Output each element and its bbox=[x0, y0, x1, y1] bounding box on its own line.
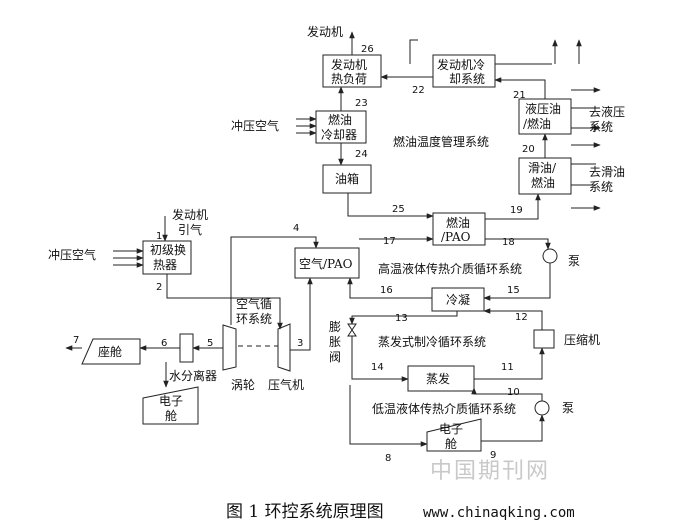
hydraulic-fuel-label-2: /燃油 bbox=[523, 116, 551, 131]
station-number: 3 bbox=[297, 338, 303, 349]
lube-fuel-box bbox=[518, 157, 572, 195]
station-number: 22 bbox=[412, 85, 425, 96]
water-separator-label: 水分离器 bbox=[169, 368, 217, 383]
station-number: 24 bbox=[355, 149, 368, 160]
air-cycle-label-1: 空气循 bbox=[236, 296, 272, 311]
cabin-label: 座舱 bbox=[98, 344, 122, 359]
engine-cooling-label-2: 却系统 bbox=[449, 72, 485, 86]
station-number: 10 bbox=[507, 387, 520, 398]
station-number: 14 bbox=[371, 362, 384, 373]
pump-1-label: 泵 bbox=[568, 254, 580, 268]
fuel-tank-label: 油箱 bbox=[335, 171, 359, 186]
station-number: 21 bbox=[513, 90, 526, 101]
station-numbers: 1 2 3 4 5 6 7 8 9 10 11 12 13 14 15 16 1… bbox=[73, 44, 535, 464]
primary-hx-label-1: 初级换 bbox=[150, 243, 186, 257]
evaporator-label: 蒸发 bbox=[426, 371, 450, 386]
station-number: 1 bbox=[156, 231, 162, 242]
high-temp-loop-label: 高温液体传热介质循环系统 bbox=[378, 261, 522, 276]
station-number: 11 bbox=[501, 362, 514, 373]
watermark: 中国期刊网 bbox=[430, 459, 550, 484]
station-number: 7 bbox=[73, 335, 79, 346]
pump-2-label: 泵 bbox=[562, 401, 574, 415]
to-lube-label-1: 去滑油 bbox=[589, 165, 625, 179]
compressor-right-box bbox=[533, 329, 555, 349]
air-pao-box bbox=[294, 247, 360, 279]
expansion-valve-symbol bbox=[347, 323, 357, 337]
figure-caption: 图 1 环控系统原理图 bbox=[226, 502, 384, 522]
engine-heat-load-box bbox=[322, 54, 382, 88]
engine-bleed-label-2: 引气 bbox=[178, 222, 202, 237]
station-number: 25 bbox=[392, 204, 405, 215]
turbine-label: 涡轮 bbox=[231, 378, 255, 392]
electronics-bay-left-label-2: 舱 bbox=[165, 409, 177, 423]
fuel-cooler-label-2: 冷却器 bbox=[321, 128, 357, 142]
turbine-symbol bbox=[222, 324, 237, 371]
station-number: 12 bbox=[515, 312, 528, 323]
pump-2-symbol bbox=[534, 400, 550, 416]
pump-1-symbol bbox=[542, 248, 558, 264]
electronics-bay-left-label-1: 电子 bbox=[159, 394, 183, 408]
station-number: 9 bbox=[490, 450, 496, 461]
to-hydraulic-label-2: 系统 bbox=[589, 120, 613, 134]
station-number: 13 bbox=[395, 313, 408, 324]
air-compressor-label: 压气机 bbox=[268, 377, 304, 392]
hydraulic-fuel-label-1: 液压油 bbox=[525, 101, 561, 116]
station-number: 16 bbox=[380, 285, 393, 296]
station-number: 23 bbox=[355, 98, 368, 109]
to-hydraulic-label-1: 去液压 bbox=[589, 104, 625, 119]
water-separator-box bbox=[179, 333, 194, 363]
fuel-pao-box bbox=[432, 212, 486, 246]
engine-heat-load-label-2: 热负荷 bbox=[331, 72, 367, 86]
air-cycle-label-2: 环系统 bbox=[236, 312, 272, 326]
engine-heat-load-label-1: 发动机 bbox=[331, 57, 367, 72]
fuel-tank-box bbox=[322, 164, 372, 194]
air-pao-label: 空气/PAO bbox=[299, 256, 353, 271]
expansion-valve-label-2: 胀 bbox=[329, 335, 341, 349]
engine-cooling-label-1: 发动机冷 bbox=[437, 57, 485, 72]
station-number: 19 bbox=[510, 205, 523, 216]
electronics-bay-bottom-label-1: 电子 bbox=[439, 422, 463, 436]
vapor-cycle-label: 蒸发式制冷循环系统 bbox=[378, 334, 486, 349]
flow-lines bbox=[65, 31, 601, 447]
fuel-pao-label-1: 燃油 bbox=[446, 215, 470, 230]
engine-bleed-label-1: 发动机 bbox=[172, 207, 208, 222]
compressor-right-label: 压缩机 bbox=[564, 332, 600, 347]
electronics-bay-bottom-label-2: 舱 bbox=[445, 437, 457, 451]
to-lube-label-2: 系统 bbox=[589, 180, 613, 194]
station-number: 18 bbox=[502, 237, 515, 248]
fuel-thermal-system-label: 燃油温度管理系统 bbox=[393, 134, 489, 149]
source-url: www.chinaqking.com bbox=[423, 505, 575, 521]
station-number: 5 bbox=[207, 338, 213, 349]
low-temp-loop-label: 低温液体传热介质循环系统 bbox=[372, 401, 516, 416]
station-number: 6 bbox=[161, 338, 167, 349]
primary-hx-label-2: 热器 bbox=[153, 258, 177, 272]
electronics-bay-left-box bbox=[142, 386, 199, 425]
condenser-label: 冷凝 bbox=[446, 292, 470, 307]
station-number: 26 bbox=[361, 44, 374, 55]
station-number: 4 bbox=[293, 223, 299, 234]
lube-fuel-label-2: 燃油 bbox=[531, 175, 555, 190]
expansion-valve-label-3: 阀 bbox=[329, 350, 341, 364]
engine-top-label: 发动机 bbox=[307, 24, 343, 39]
engine-cooling-box bbox=[432, 54, 496, 88]
station-number: 8 bbox=[385, 453, 391, 464]
cabin-box bbox=[81, 338, 141, 365]
lube-fuel-label-1: 滑油/ bbox=[528, 161, 557, 175]
fuel-cooler-label-1: 燃油 bbox=[328, 112, 352, 127]
station-number: 20 bbox=[522, 144, 535, 155]
air-compressor-symbol bbox=[277, 323, 291, 372]
fuel-pao-label-2: /PAO bbox=[441, 230, 471, 244]
hydraulic-fuel-box bbox=[518, 98, 572, 135]
station-number: 17 bbox=[383, 236, 396, 247]
ram-air-1-label: 冲压空气 bbox=[231, 118, 279, 133]
ram-air-2-label: 冲压空气 bbox=[48, 247, 96, 262]
station-number: 2 bbox=[156, 282, 162, 293]
expansion-valve-label-1: 膨 bbox=[329, 320, 341, 334]
station-number: 15 bbox=[507, 285, 520, 296]
